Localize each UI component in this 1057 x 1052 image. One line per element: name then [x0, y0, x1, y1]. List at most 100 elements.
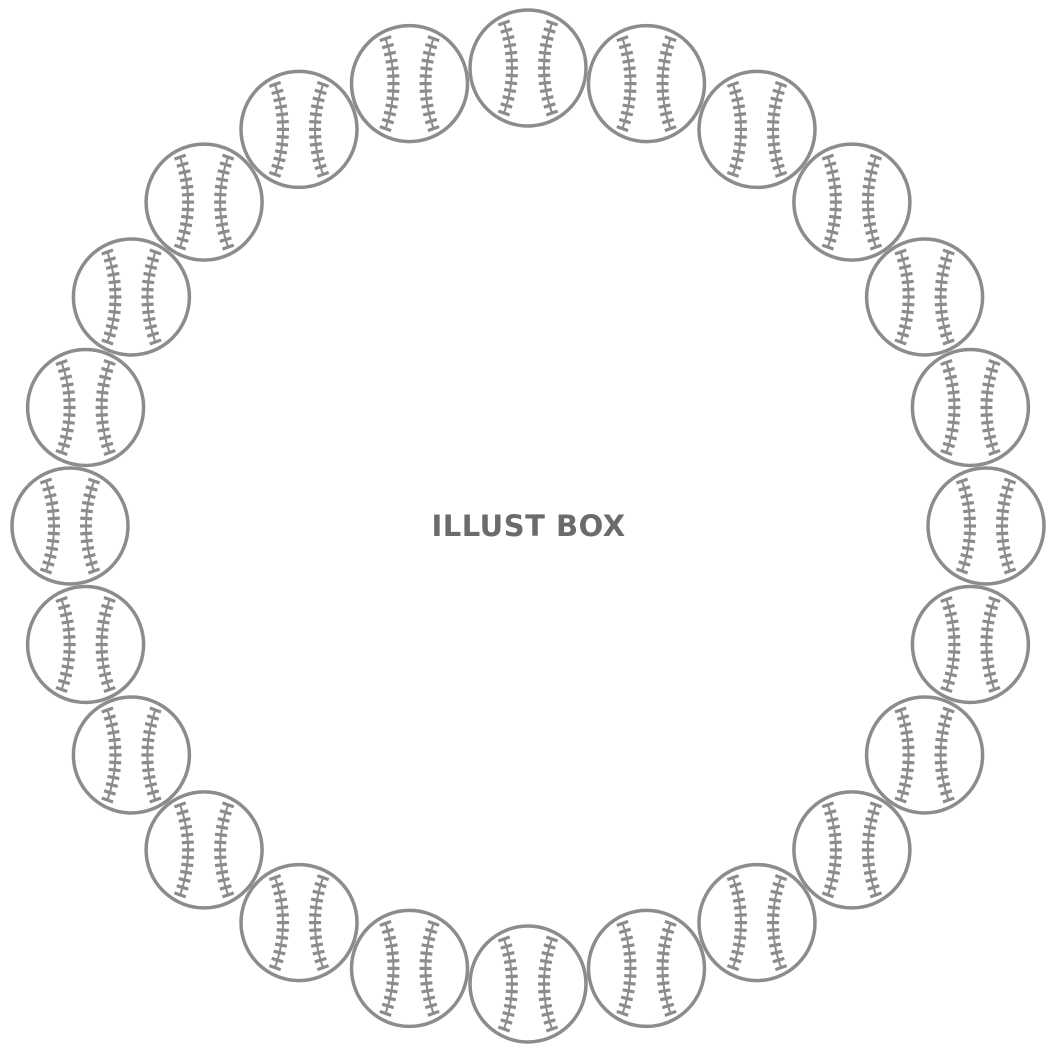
stitch — [543, 1018, 556, 1025]
stitch — [420, 951, 433, 956]
stitch — [96, 390, 109, 395]
stitch — [181, 207, 194, 212]
stitch — [219, 884, 232, 891]
stitch — [731, 889, 744, 896]
stitch — [862, 192, 875, 197]
ball-outline — [144, 790, 264, 910]
stitch — [983, 671, 997, 678]
stitch — [980, 635, 993, 639]
stitch — [500, 27, 513, 34]
stitch — [940, 358, 953, 367]
stitch — [179, 824, 193, 831]
stitch — [935, 309, 948, 315]
stitch — [105, 324, 119, 330]
stitch — [420, 96, 433, 101]
stitch — [214, 184, 228, 190]
stitch — [214, 862, 228, 868]
stitch — [420, 981, 433, 986]
stitch — [98, 611, 112, 618]
stitch — [620, 995, 634, 1002]
stitch — [309, 935, 323, 940]
stitch — [963, 516, 976, 521]
stitch — [767, 134, 780, 139]
stitch — [95, 398, 108, 402]
stitch — [729, 881, 742, 889]
stitch — [98, 374, 112, 381]
stitch — [862, 214, 875, 220]
stitch — [221, 801, 235, 809]
stitch — [869, 891, 883, 899]
stitch — [421, 943, 434, 949]
stitch — [178, 876, 191, 883]
stitch — [935, 279, 948, 285]
ball-outline — [910, 584, 1031, 705]
stitch — [387, 74, 400, 79]
stitch — [862, 862, 875, 868]
stitch — [386, 951, 399, 956]
stitch — [214, 855, 227, 860]
stitch — [937, 782, 951, 788]
stitch — [729, 956, 742, 964]
stitch — [946, 427, 959, 433]
stitch — [81, 500, 95, 507]
stitch — [935, 737, 948, 743]
stitch — [55, 358, 68, 367]
stitch — [149, 706, 162, 714]
stitch — [661, 927, 675, 935]
stitch — [770, 96, 783, 103]
stitch — [658, 103, 671, 109]
stitch — [176, 236, 189, 243]
stitch — [59, 671, 73, 678]
stitch — [107, 729, 120, 736]
stitch — [427, 125, 440, 133]
stitch — [768, 149, 782, 155]
stitch — [656, 89, 669, 94]
stitch — [659, 995, 673, 1002]
stitch — [87, 477, 101, 485]
stitch — [898, 782, 912, 788]
stitch — [108, 737, 121, 743]
stitch — [942, 796, 955, 804]
stitch — [214, 207, 227, 212]
stitch — [146, 714, 160, 721]
stitch — [83, 553, 96, 559]
stitch — [538, 58, 551, 63]
stitch — [958, 485, 971, 492]
stitch — [862, 832, 875, 838]
stitch — [982, 619, 995, 625]
stitch — [427, 35, 440, 43]
stitch — [958, 560, 971, 567]
stitch — [616, 35, 629, 43]
stitch — [661, 42, 675, 50]
stitch — [827, 869, 841, 876]
stitch — [57, 678, 71, 686]
stitch — [312, 96, 325, 103]
stitch — [215, 869, 229, 876]
stitch — [381, 117, 395, 125]
stitch — [772, 88, 785, 96]
stitch — [618, 117, 632, 125]
stitch — [100, 366, 114, 374]
stitch — [539, 1003, 553, 1010]
stitch — [217, 816, 230, 823]
stitch — [657, 951, 670, 956]
stitch — [827, 221, 841, 228]
stitch — [100, 603, 114, 611]
stitch — [937, 324, 951, 330]
stitch — [146, 789, 160, 796]
stitch — [379, 125, 392, 133]
ball-outline — [349, 908, 470, 1029]
stitch — [178, 816, 191, 823]
ball-outline — [239, 862, 359, 983]
stitch — [44, 493, 57, 499]
stitch — [772, 163, 785, 171]
stitch — [107, 271, 120, 278]
stitch — [221, 153, 235, 161]
ball-outline — [239, 69, 359, 190]
stitch — [274, 104, 288, 110]
stitch — [934, 302, 947, 307]
stitch — [383, 50, 397, 57]
stitch — [274, 897, 288, 903]
stitch — [828, 832, 842, 838]
stitch — [422, 110, 436, 117]
